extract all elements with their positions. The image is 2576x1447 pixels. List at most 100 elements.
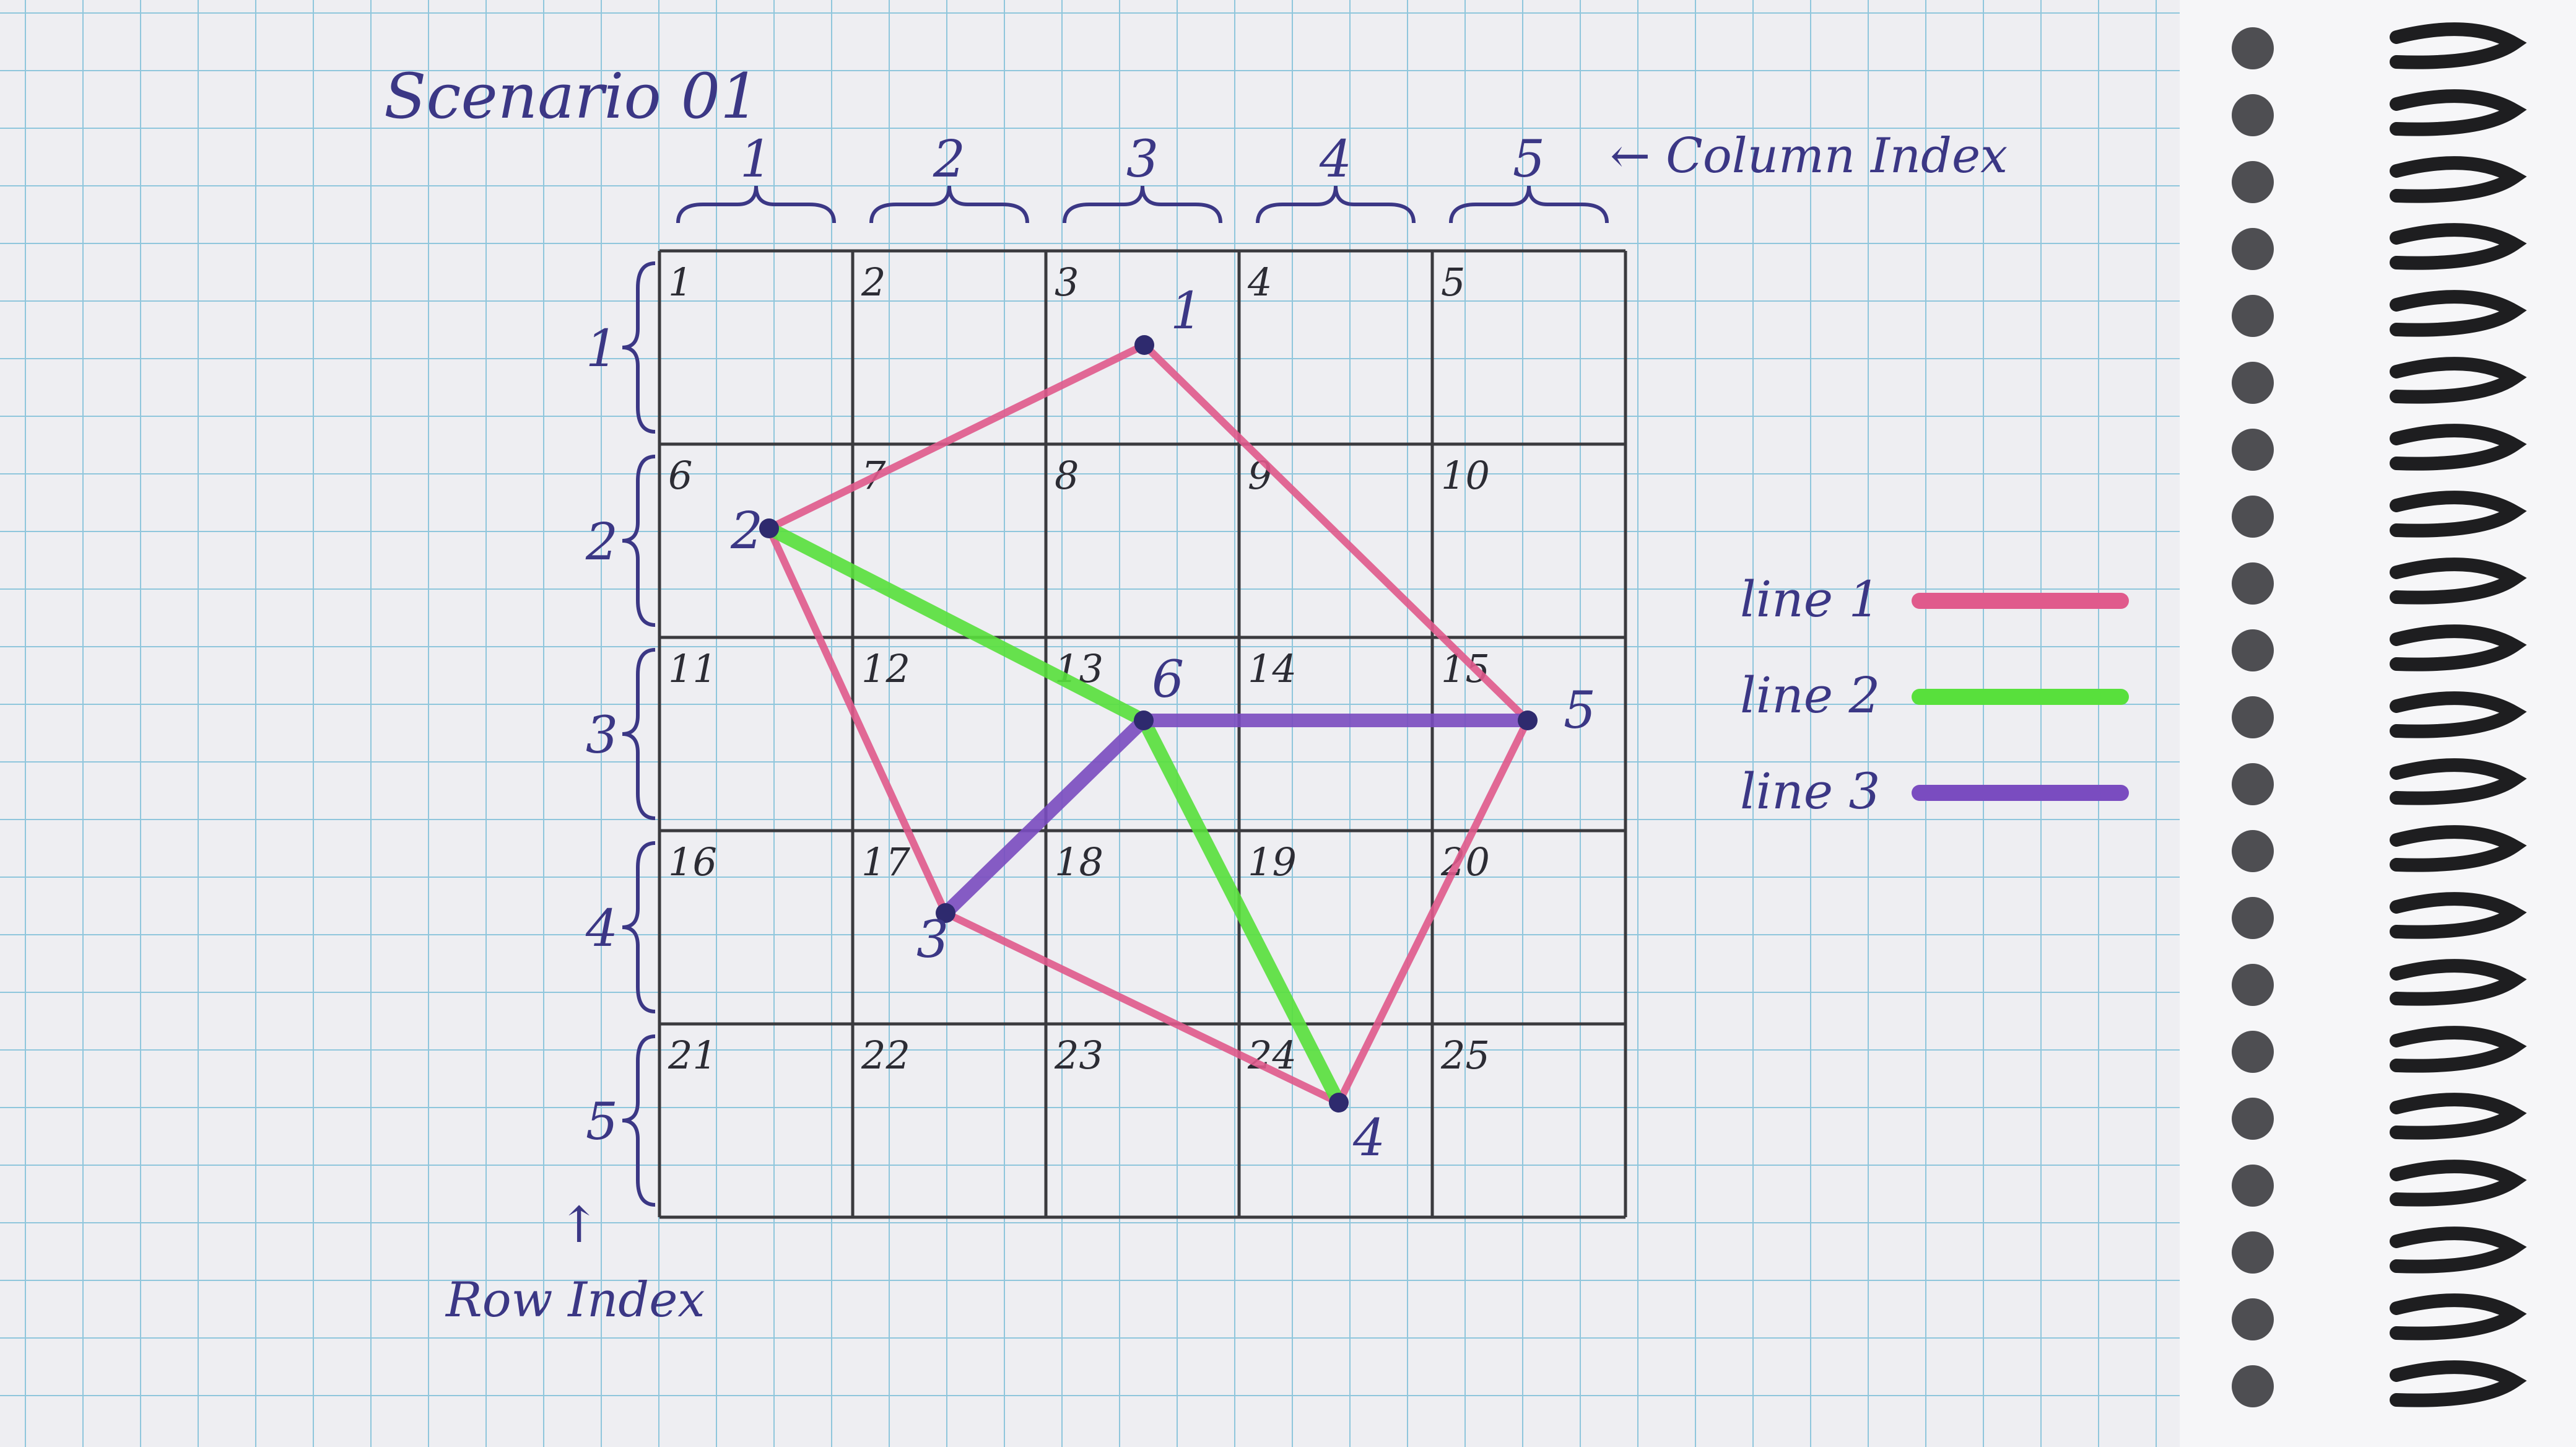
binding-hole <box>2232 1365 2274 1407</box>
column-label: 1 <box>740 130 772 189</box>
spiral-coil <box>2390 1026 2527 1073</box>
cell-number: 1 <box>668 260 692 305</box>
spiral-coil <box>2390 89 2527 136</box>
point-marker <box>1518 710 1538 730</box>
binding-hole <box>2232 629 2274 671</box>
row-label: 2 <box>585 513 618 572</box>
legend-label: line 1 <box>1740 570 1880 628</box>
cell-number: 15 <box>1441 646 1490 691</box>
spiral-binding <box>2232 22 2527 1407</box>
binding-hole <box>2232 362 2274 404</box>
spiral-coil <box>2390 156 2527 203</box>
spiral-coil <box>2390 491 2527 538</box>
spiral-coil <box>2390 959 2527 1006</box>
point-label: 4 <box>1352 1109 1385 1168</box>
cell-number: 6 <box>668 453 692 498</box>
binding-hole <box>2232 228 2274 270</box>
spiral-coil <box>2390 825 2527 872</box>
row-brace <box>622 455 656 627</box>
cell-number: 14 <box>1248 646 1297 691</box>
row-index-header: 1 2 3 4 5 <box>585 261 656 1207</box>
cell-numbers: 1234567891011121314151617181920212223242… <box>668 260 1490 1078</box>
line-segment <box>939 714 1151 920</box>
column-index-label: ← Column Index <box>1610 128 2008 184</box>
spiral-coil <box>2390 691 2527 738</box>
spiral-coil <box>2390 22 2527 69</box>
cell-number: 2 <box>861 260 886 305</box>
spiral-coil <box>2390 758 2527 805</box>
cell-number: 21 <box>668 1033 717 1078</box>
binding-hole <box>2232 1098 2274 1140</box>
point-label: 3 <box>916 911 949 969</box>
row-label: 5 <box>586 1093 618 1152</box>
column-label: 3 <box>1126 130 1159 189</box>
point-label: 5 <box>1564 681 1596 740</box>
cell-number: 3 <box>1055 260 1079 305</box>
row-index-arrow: ↑ <box>558 1196 599 1254</box>
cell-number: 8 <box>1055 453 1079 498</box>
column-label: 4 <box>1319 130 1352 189</box>
line-segment <box>762 522 1151 727</box>
row-label: 3 <box>586 706 618 765</box>
row-brace <box>622 261 656 434</box>
column-brace <box>1256 185 1416 224</box>
binding-hole <box>2232 295 2274 337</box>
cell-number: 12 <box>861 646 910 691</box>
binding-hole <box>2232 161 2274 203</box>
legend-label: line 2 <box>1740 667 1880 724</box>
binding-hole <box>2232 429 2274 471</box>
spiral-coil <box>2390 624 2527 671</box>
line-segment <box>1335 717 1531 1106</box>
line-segment <box>1137 714 1346 1109</box>
cell-number: 16 <box>668 839 717 885</box>
spiral-coil <box>2390 1226 2527 1274</box>
column-brace <box>1063 185 1222 224</box>
spiral-coil <box>2390 1160 2527 1207</box>
cell-number: 17 <box>861 839 910 885</box>
binding-hole <box>2232 830 2274 872</box>
cell-number: 18 <box>1055 839 1103 885</box>
scenario-title: Scenario 01 <box>384 60 760 133</box>
line-drawings <box>762 341 1534 1109</box>
binding-hole <box>2232 696 2274 738</box>
spiral-coil <box>2390 290 2527 337</box>
spiral-coil <box>2390 557 2527 605</box>
column-label: 2 <box>933 130 965 189</box>
point-marker <box>1134 335 1154 355</box>
cell-number: 11 <box>668 646 717 691</box>
binding-hole <box>2232 1231 2274 1274</box>
cell-number: 10 <box>1441 453 1490 498</box>
spiral-coil <box>2390 424 2527 471</box>
binding-hole <box>2232 763 2274 805</box>
cell-number: 22 <box>861 1033 910 1078</box>
cell-number: 5 <box>1441 260 1465 305</box>
column-label: 5 <box>1513 130 1545 189</box>
row-brace <box>622 841 656 1013</box>
cell-number: 19 <box>1248 839 1297 885</box>
binding-hole <box>2232 1165 2274 1207</box>
row-index-label: Row Index <box>445 1272 705 1328</box>
point-label: 1 <box>1170 282 1203 341</box>
binding-hole <box>2232 1298 2274 1340</box>
column-brace <box>676 185 836 224</box>
spiral-coil <box>2390 357 2527 404</box>
line-segment <box>765 525 949 917</box>
cell-number: 4 <box>1247 260 1272 305</box>
binding-hole <box>2232 1031 2274 1073</box>
column-brace <box>869 185 1029 224</box>
row-label: 4 <box>585 899 618 958</box>
point-marker <box>936 903 955 923</box>
binding-hole <box>2232 897 2274 939</box>
spiral-coil <box>2390 892 2527 939</box>
line-segment <box>765 341 1148 532</box>
spiral-coil <box>2390 1293 2527 1340</box>
spiral-coil <box>2390 1093 2527 1140</box>
line-segment <box>1141 341 1531 724</box>
spiral-coil <box>2390 223 2527 270</box>
row-brace <box>622 1034 656 1207</box>
row-label: 1 <box>586 320 618 378</box>
point-marker <box>1134 710 1154 730</box>
point-marker <box>759 518 779 538</box>
